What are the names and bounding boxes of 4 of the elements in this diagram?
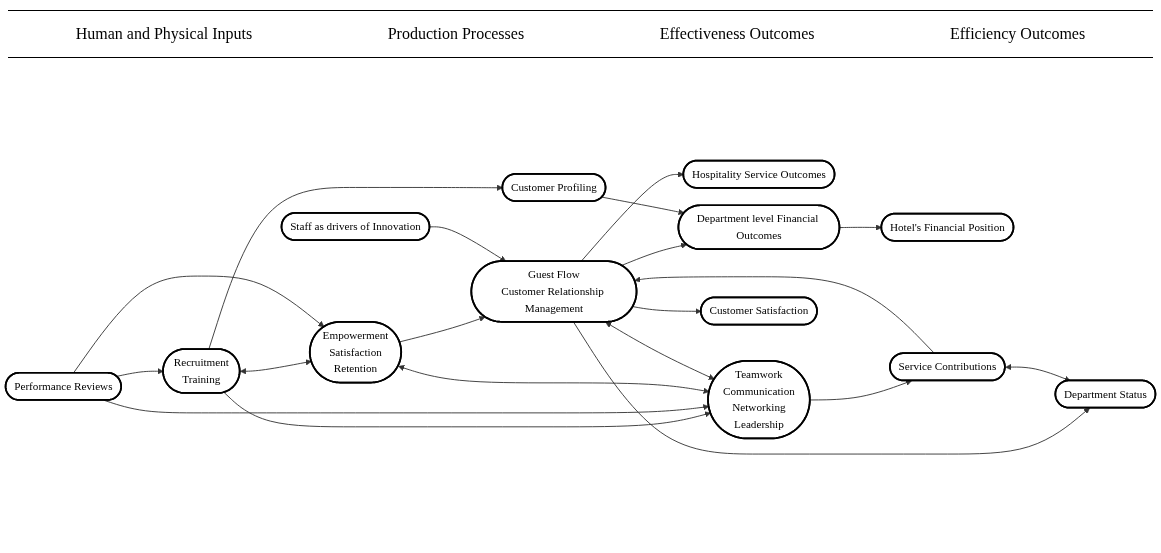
column-heading: Effectiveness Outcomes: [659, 25, 815, 43]
column-heading: Human and Physical Inputs: [75, 25, 253, 43]
column-heading: Production Processes: [387, 25, 525, 43]
column-heading: Efficiency Outcomes: [950, 25, 1086, 43]
